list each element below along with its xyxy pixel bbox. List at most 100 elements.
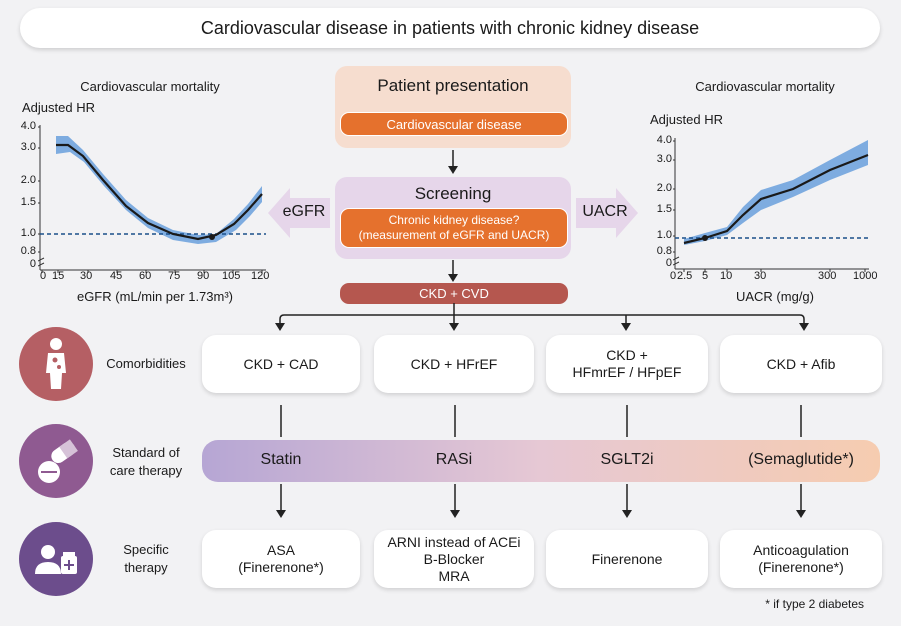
left-ytick-08: 0.8 [20, 245, 36, 257]
connectors-row1 [280, 405, 802, 437]
specific-card-line2: (Finerenone*) [758, 559, 844, 575]
body-figure-icon [46, 338, 66, 389]
left-ytick-0: 0 [29, 258, 36, 270]
uacr-arrow-label: UACR [582, 203, 628, 220]
specific-card-line1: Anticoagulation [753, 542, 849, 558]
comorbidity-card-text-line2: HFmrEF / HFpEF [572, 364, 682, 380]
right-hr-curve [683, 153, 869, 245]
right-reference-point [702, 235, 708, 241]
therapy-semaglutide: (Semaglutide*) [748, 451, 854, 468]
right-ytick-15: 1.5 [656, 203, 672, 215]
comorbidity-card-afib: CKD + Afib [720, 335, 882, 393]
specific-card-line3: MRA [438, 567, 470, 584]
therapy-statin: Statin [260, 451, 302, 468]
page-title: Cardiovascular disease in patients with … [200, 17, 700, 38]
screening-pill-line1: Chronic kidney disease? [388, 213, 520, 227]
left-ytick-2: 2.0 [20, 174, 36, 186]
left-ytick-15: 1.5 [20, 196, 36, 208]
footnote: * if type 2 diabetes [765, 597, 864, 611]
comorbidity-card-hfmref: CKD + HFmrEF / HFpEF [546, 335, 708, 393]
left-xtick-0: 0 [40, 270, 47, 282]
right-xtick-30: 30 [754, 270, 767, 282]
specific-card-anticoagulation: Anticoagulation (Finerenone*) [720, 530, 882, 588]
presentation-title: Patient presentation [377, 76, 529, 95]
ckd-cvd-pill: CKD + CVD [340, 283, 568, 304]
right-axis-break [673, 256, 680, 266]
patient-medicine-icon [35, 545, 77, 574]
left-axis-break [38, 257, 45, 267]
standard-care-label: Standard of care therapy [98, 444, 194, 480]
standard-care-bar [202, 440, 880, 482]
specific-therapy-label: Specific therapy [98, 541, 194, 577]
left-chart-xlabel: eGFR (mL/min per 1.73m³) [76, 289, 234, 304]
therapy-rasi: RASi [435, 451, 473, 468]
egfr-arrow-label: eGFR [282, 203, 326, 220]
comorbidities-circle [19, 327, 93, 401]
right-xtick-10: 10 [720, 270, 733, 282]
left-chart-ylabel: Adjusted HR [22, 100, 95, 115]
comorbidity-card-text: CKD + HFrEF [410, 355, 498, 372]
specific-card-asa: ASA (Finerenone*) [202, 530, 360, 588]
right-xtick-1000: 1000 [853, 270, 878, 282]
comorbidity-card-text: CKD + [606, 347, 648, 363]
right-ytick-4: 4.0 [656, 134, 672, 146]
screening-title: Screening [414, 184, 492, 203]
left-xtick-105: 105 [222, 270, 241, 282]
left-xtick-60: 60 [139, 270, 152, 282]
comorbidity-card-text: CKD + Afib [766, 355, 836, 372]
specific-card-line1: ARNI instead of ACEi [387, 533, 521, 550]
right-ytick-0: 0 [665, 257, 672, 269]
left-hr-curve [56, 143, 263, 241]
right-ytick-08: 0.8 [656, 245, 672, 257]
comorbidities-label: Comorbidities [106, 356, 186, 371]
left-xtick-30: 30 [80, 270, 93, 282]
right-confidence-band [684, 140, 868, 245]
specific-therapy-label-line1: Specific [123, 542, 169, 557]
arrow-down-1 [448, 150, 458, 174]
specific-card-line1: Finerenone [591, 550, 663, 567]
left-xtick-15: 15 [52, 270, 65, 282]
screening-pill: Chronic kidney disease? (measurement of … [340, 208, 568, 248]
left-ytick-4: 4.0 [20, 120, 36, 132]
connectors-row2 [276, 484, 806, 518]
comorbidity-card-text: CKD + CAD [243, 355, 319, 372]
right-chart-title: Cardiovascular mortality [695, 79, 835, 94]
specific-therapy-circle [19, 522, 93, 596]
uacr-arrow [576, 188, 638, 238]
right-ytick-2: 2.0 [656, 182, 672, 194]
left-ytick-3: 3.0 [20, 141, 36, 153]
left-xtick-90: 90 [197, 270, 210, 282]
right-ytick-3: 3.0 [656, 153, 672, 165]
left-ytick-1: 1.0 [20, 227, 36, 239]
comorbidity-card-cad: CKD + CAD [202, 335, 360, 393]
pills-icon [38, 439, 78, 483]
specific-therapy-label-line2: therapy [124, 560, 168, 575]
left-chart-plot [38, 125, 266, 273]
specific-card-arni: ARNI instead of ACEi B-Blocker MRA [374, 530, 534, 588]
left-confidence-band [56, 136, 262, 244]
left-chart-title: Cardiovascular mortality [80, 79, 220, 94]
left-xtick-45: 45 [110, 270, 123, 282]
egfr-arrow [268, 188, 330, 238]
presentation-pill: Cardiovascular disease [340, 112, 568, 136]
specific-card-line2: (Finerenone*) [238, 559, 324, 575]
right-ytick-1: 1.0 [656, 229, 672, 241]
comorbidity-card-hfref: CKD + HFrEF [374, 335, 534, 393]
left-reference-point [209, 234, 215, 240]
right-chart-xlabel: UACR (mg/g) [735, 289, 814, 304]
standard-care-circle [19, 424, 93, 498]
right-xtick-0: 0 [670, 270, 677, 282]
arrow-down-2 [448, 260, 458, 282]
right-chart-plot [673, 138, 869, 272]
page-title-box: Cardiovascular disease in patients with … [20, 8, 880, 48]
branch-connector [275, 303, 809, 331]
standard-care-label-line1: Standard of [112, 445, 180, 460]
right-chart-ylabel: Adjusted HR [650, 112, 723, 127]
standard-care-label-line2: care therapy [109, 463, 183, 478]
therapy-sglt2i: SGLT2i [600, 451, 654, 468]
left-xtick-120: 120 [251, 270, 270, 282]
screening-pill-line2: (measurement of eGFR and UACR) [358, 228, 550, 242]
right-xtick-25: 2.5 [677, 270, 693, 282]
left-xtick-75: 75 [168, 270, 181, 282]
specific-card-finerenone: Finerenone [546, 530, 708, 588]
